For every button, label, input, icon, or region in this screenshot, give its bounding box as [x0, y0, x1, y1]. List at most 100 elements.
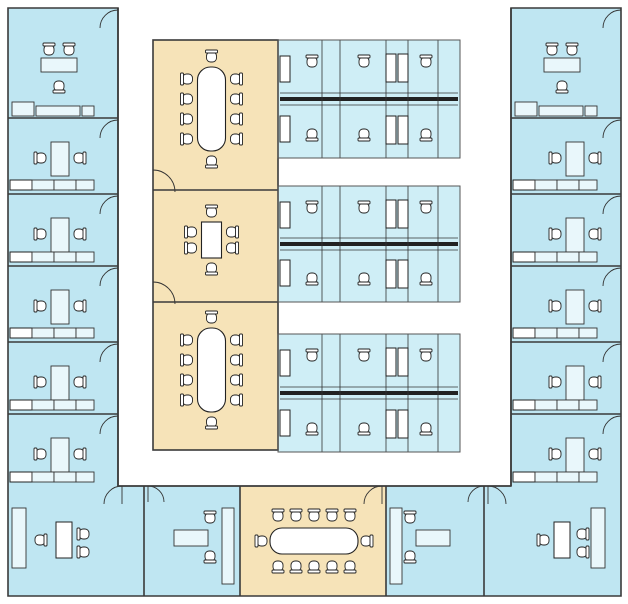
file-box [584, 105, 598, 117]
chair-back [305, 137, 319, 142]
chair [73, 375, 87, 389]
chair-back [180, 393, 184, 407]
chair [184, 225, 197, 239]
chair [305, 128, 319, 142]
chair-back [305, 431, 319, 436]
chair-seat [358, 128, 370, 140]
chair [184, 241, 197, 255]
chair [548, 299, 562, 313]
chair-back [82, 299, 87, 313]
chair-seat [182, 374, 193, 386]
desk [50, 365, 70, 401]
chair-back [180, 353, 184, 367]
chair [33, 151, 47, 165]
desk [50, 289, 70, 325]
chair-seat [230, 394, 241, 406]
chair [33, 447, 47, 461]
chair [357, 200, 371, 214]
credenza [578, 399, 598, 411]
credenza [556, 251, 580, 263]
chair-seat [546, 44, 558, 56]
chair-back [325, 508, 339, 513]
chair [357, 348, 371, 362]
chair-seat [230, 354, 241, 366]
chair-seat [256, 535, 268, 547]
desk [55, 521, 73, 559]
chair-back [305, 281, 319, 286]
chair-back [357, 54, 371, 59]
chair [230, 132, 243, 146]
chair-back [76, 527, 81, 541]
chair-seat [306, 202, 318, 214]
chair [205, 49, 218, 63]
chair [271, 508, 285, 522]
chair-back [357, 348, 371, 353]
chair [73, 151, 87, 165]
chair-seat [226, 226, 237, 238]
cabinet [512, 251, 536, 263]
chair-back [82, 227, 87, 241]
chair-back [184, 241, 188, 255]
chair-back [33, 299, 38, 313]
chair-back [235, 225, 239, 239]
chair-seat [588, 300, 600, 312]
chair-seat [588, 152, 600, 164]
chair [419, 128, 433, 142]
chair-back [548, 151, 553, 165]
chair-back [343, 508, 357, 513]
desk [50, 141, 70, 177]
chair-back [403, 559, 417, 564]
chair-back [33, 151, 38, 165]
chair-back [62, 42, 76, 47]
bottom-room-1 [8, 486, 144, 596]
cabinet [514, 101, 538, 117]
side-desk [221, 507, 235, 585]
credenza [578, 327, 598, 339]
chair-back [419, 200, 433, 205]
storage [279, 115, 291, 143]
chair-seat [358, 422, 370, 434]
chair-back [305, 54, 319, 59]
storage [397, 53, 409, 83]
chair-seat [206, 51, 217, 63]
chair-seat [550, 300, 562, 312]
workstation-spine [280, 391, 458, 395]
chair-back [357, 431, 371, 436]
workstation-spine [280, 242, 458, 246]
chair [545, 42, 559, 56]
chair-seat [588, 376, 600, 388]
chair-back [43, 533, 48, 547]
chair-back [205, 271, 218, 276]
chair-back [33, 375, 38, 389]
storage [385, 53, 397, 83]
chair-back [180, 72, 184, 86]
chair-back [305, 348, 319, 353]
storage [279, 259, 291, 287]
chair-seat [182, 93, 193, 105]
chair-back [357, 200, 371, 205]
chair [305, 200, 319, 214]
storage [397, 347, 409, 377]
chair-back [239, 132, 243, 146]
credenza [534, 251, 558, 263]
chair [76, 545, 90, 559]
credenza [75, 179, 95, 191]
chair-seat [182, 354, 193, 366]
walls-layer [7, 7, 622, 597]
bottom-room-3-furniture [254, 485, 383, 574]
chair [271, 560, 285, 574]
cabinet [512, 327, 536, 339]
cabinet [9, 179, 33, 191]
chair-seat [226, 242, 237, 254]
chair-seat [420, 128, 432, 140]
credenza [53, 399, 77, 411]
desk [415, 529, 451, 547]
chair-back [555, 89, 569, 94]
chair-seat [182, 73, 193, 85]
chair [307, 560, 321, 574]
chair-back [254, 534, 259, 548]
right-office-3-furniture [512, 195, 622, 263]
chair-back [239, 393, 243, 407]
chair-seat [206, 312, 217, 324]
chair [305, 422, 319, 436]
